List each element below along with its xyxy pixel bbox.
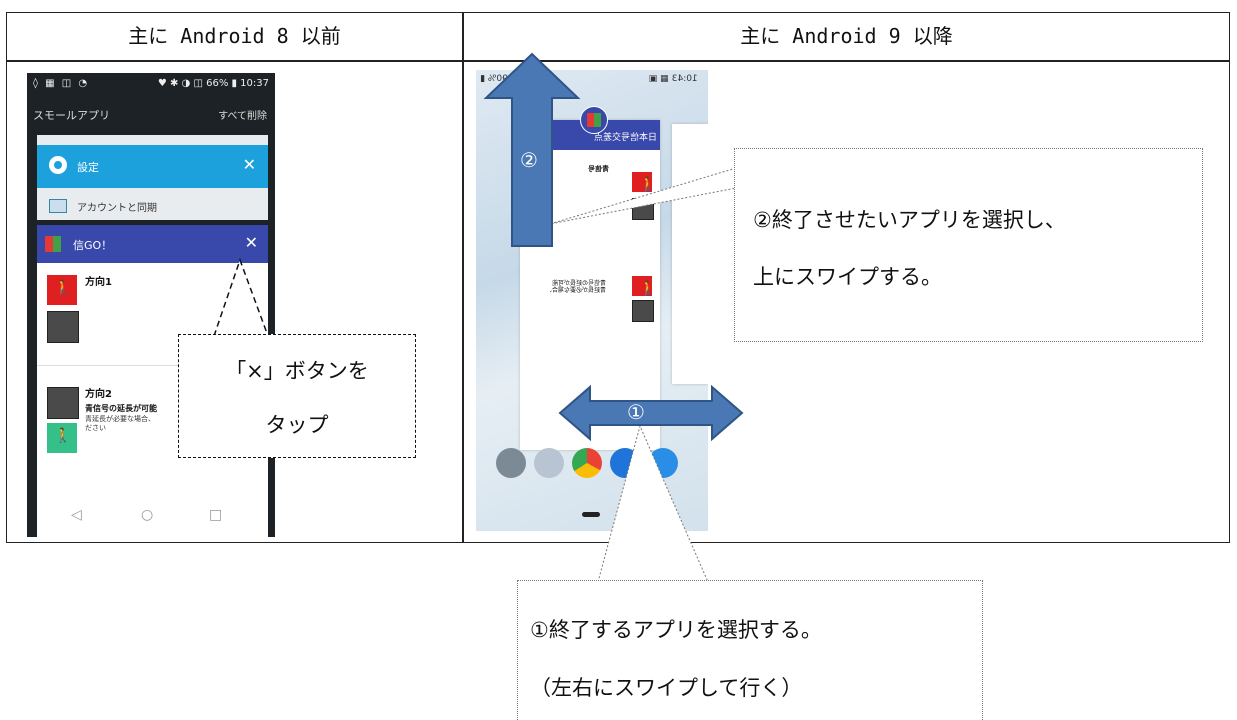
header-android-8: 主に Android 8 以前 bbox=[128, 24, 341, 48]
arrow-up-number: ② bbox=[520, 148, 538, 172]
app-preview-text: 青信号の延長が可能青延長が必要な場合、 bbox=[546, 280, 607, 294]
shingo-card-title: 信GO！ bbox=[73, 239, 113, 252]
close-button[interactable]: ✕ bbox=[244, 233, 258, 252]
chrome-icon[interactable] bbox=[572, 448, 602, 478]
select-callout-line1: ①終了するアプリを選択する。 bbox=[530, 618, 822, 642]
small-apps-label: スモールアプリ bbox=[33, 109, 110, 122]
phone-icon[interactable] bbox=[648, 448, 678, 478]
home-icon[interactable]: ○ bbox=[141, 507, 154, 523]
red-signal-icon bbox=[632, 172, 656, 193]
dark-signal-icon bbox=[47, 311, 79, 343]
settings-card-bar: 設定 ✕ bbox=[37, 145, 268, 188]
battery-status: 90% ▮ bbox=[480, 74, 508, 84]
android9-recents-screenshot: 90% ▮ 10:43 ▦ ▣ 日本信号交差点 青信号 青信号の延長が可能青延長… bbox=[476, 70, 708, 531]
swipe-up-callout: ②終了させたいアプリを選択し、 上にスワイプする。 bbox=[734, 148, 1203, 342]
red-signal-icon bbox=[632, 276, 656, 297]
tap-callout-line1: 「×」ボタンを bbox=[225, 359, 369, 383]
clock-status: 10:43 ▦ ▣ bbox=[649, 74, 698, 84]
red-signal-icon bbox=[47, 275, 77, 305]
messages-icon[interactable] bbox=[610, 448, 640, 478]
next-app-card[interactable] bbox=[672, 124, 708, 384]
settings-app-card[interactable]: 設定 ✕ アカウントと同期 bbox=[37, 135, 268, 220]
navigation-bar: ◁ ○ □ bbox=[27, 497, 275, 537]
select-app-callout: ①終了するアプリを選択する。 （左右にスワイプして行く） bbox=[517, 580, 983, 720]
select-callout-line2: （左右にスワイプして行く） bbox=[530, 676, 803, 700]
divider bbox=[37, 365, 268, 366]
table-column-divider bbox=[462, 13, 464, 542]
settings-icon[interactable] bbox=[496, 448, 526, 478]
status-bar: ◊ ▦ ◫ ◔ ♥ ✱ ◑ ◫ 66% ▮ 10:37 bbox=[27, 73, 275, 97]
status-bar: 90% ▮ 10:43 ▦ ▣ bbox=[476, 70, 708, 88]
clear-all-button[interactable]: すべて削除 bbox=[218, 111, 267, 122]
table-header-divider bbox=[7, 60, 1229, 62]
swipe-up-callout-line1: ②終了させたいアプリを選択し、 bbox=[753, 208, 1066, 232]
gear-icon bbox=[49, 156, 67, 174]
app-logo-icon bbox=[45, 236, 61, 252]
account-icon bbox=[49, 199, 67, 213]
settings-card-title: 設定 bbox=[77, 161, 99, 174]
direction2-label: 方向2 bbox=[85, 389, 112, 400]
account-sync-row: アカウントと同期 bbox=[77, 203, 157, 214]
need-text: 青延長が必要な場合、ださい bbox=[85, 415, 155, 432]
extend-text: 青信号の延長が可能 bbox=[85, 404, 157, 413]
green-signal-icon bbox=[47, 423, 77, 453]
app-preview-title: 青信号 bbox=[588, 165, 609, 173]
home-gesture-bar[interactable] bbox=[582, 512, 600, 517]
dark-signal-icon bbox=[632, 300, 654, 322]
shingo-card-bar: 信GO！ ✕ bbox=[37, 225, 268, 263]
direction1-label: 方向1 bbox=[85, 277, 112, 288]
close-icon[interactable]: ✕ bbox=[242, 155, 256, 174]
recents-icon[interactable]: □ bbox=[209, 507, 223, 523]
dark-signal-icon bbox=[47, 387, 79, 419]
camera-icon[interactable] bbox=[534, 448, 564, 478]
tap-callout-line2: タップ bbox=[265, 413, 329, 437]
header-android-9: 主に Android 9 以降 bbox=[740, 24, 953, 48]
swipe-up-callout-line2: 上にスワイプする。 bbox=[753, 265, 942, 289]
tap-close-callout: 「×」ボタンを タップ bbox=[178, 334, 416, 458]
arrow-lr-number: ① bbox=[627, 400, 645, 424]
app-icon bbox=[580, 106, 608, 134]
app-dock bbox=[496, 448, 706, 482]
status-icons-left: ◊ ▦ ◫ ◔ bbox=[33, 78, 90, 89]
dark-signal-icon bbox=[632, 198, 654, 220]
back-icon[interactable]: ◁ bbox=[71, 507, 82, 523]
status-icons-right: ♥ ✱ ◑ ◫ 66% ▮ 10:37 bbox=[157, 78, 269, 89]
android8-recents-screenshot: ◊ ▦ ◫ ◔ ♥ ✱ ◑ ◫ 66% ▮ 10:37 スモールアプリ すべて削… bbox=[27, 73, 275, 537]
